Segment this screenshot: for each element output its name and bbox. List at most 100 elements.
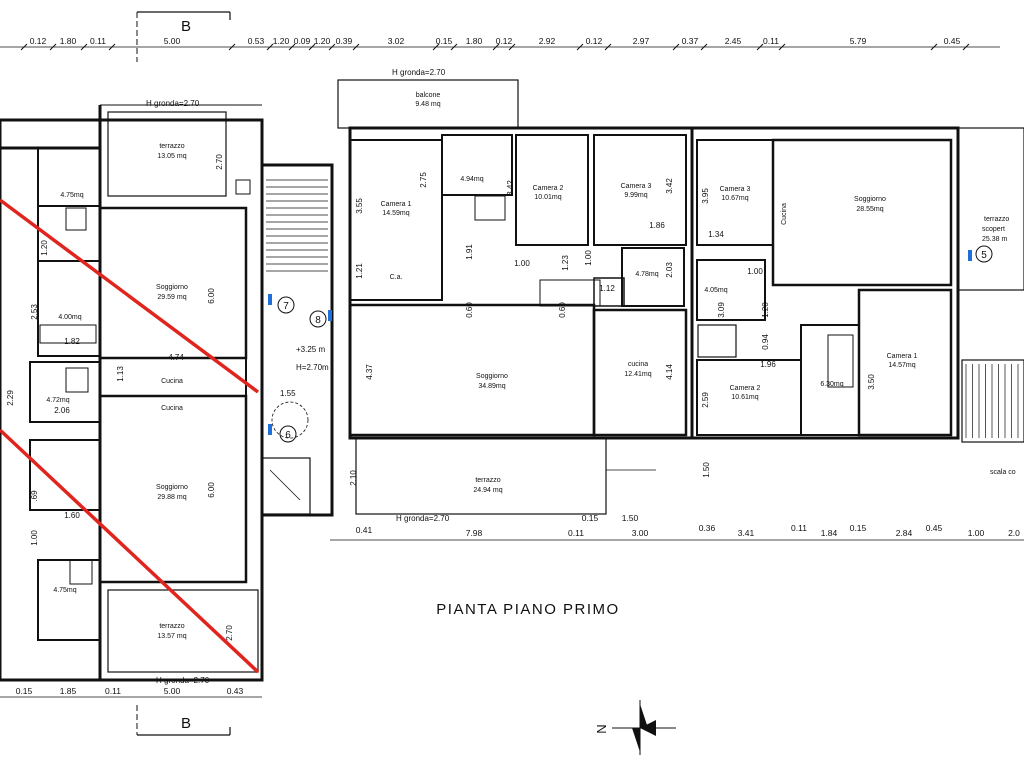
crossed-out-markings (0, 198, 260, 674)
dim-bc-3: 3.00 (632, 528, 649, 538)
dim-196: 1.96 (760, 360, 776, 369)
dim-br-4: 0.15 (850, 523, 867, 533)
section-marker-bottom: B (136, 705, 231, 736)
dim-top-13: 2.92 (539, 36, 556, 46)
label-terrazzo-c-area: 24.94 mq (473, 487, 502, 494)
dim-437: 4.37 (365, 364, 374, 380)
dim-474: 4.74 (168, 353, 184, 362)
dim-395: 3.95 (701, 188, 710, 204)
label-bath-r1: 4.05mq (704, 287, 727, 294)
label-cucina-l1: Cucina (161, 378, 183, 385)
dim-br-8: 2.0 (1008, 528, 1020, 538)
dim-br-3: 1.84 (821, 528, 838, 538)
dim-br-5: 2.84 (896, 528, 913, 538)
label-camera2-r-area: 10.61mq (731, 394, 758, 401)
label-terrazzo-tl: terrazzo (159, 143, 184, 150)
dim-270a: 2.70 (215, 154, 224, 170)
dim-120: 1.20 (40, 240, 49, 256)
stair-level: +3.25 m (296, 345, 325, 354)
label-soggiorno-l2: Soggiorno (156, 484, 188, 491)
label-bath-l4: 4.75mq (53, 587, 76, 594)
dim-229: 2.29 (6, 390, 15, 406)
dim-top-11: 1.80 (466, 36, 483, 46)
dim-top-19: 5.79 (850, 36, 867, 46)
label-cucina-r: Cucina (781, 203, 788, 225)
dim-600b: 6.00 (207, 482, 216, 498)
label-terrazzo-r-area: 25.38 m (982, 236, 1007, 243)
dimension-tick (228, 43, 236, 51)
dim-br-0: 0.36 (699, 523, 716, 533)
label-camera1-r: Camera 1 (887, 353, 918, 360)
unit-marker-6: 6 (279, 425, 297, 443)
dim-414: 4.14 (665, 364, 674, 380)
svg-text:7: 7 (283, 301, 289, 312)
label-bath-r2: 6.30mq (820, 381, 843, 388)
dimension-tick (352, 43, 360, 51)
dim-100b: 1.00 (514, 259, 530, 268)
label-soggiorno-c: Soggiorno (476, 373, 508, 380)
dim-bl-1: 1.85 (60, 686, 77, 696)
inner-dimensions: 2.70 6.00 6.00 2.70 4.74 1.13 1.82 2.53 … (6, 154, 876, 641)
staircase: +3.25 m H=2.70m 1.55 (260, 163, 334, 517)
dim-top-7: 1.20 (314, 36, 331, 46)
dimension-tick (49, 43, 57, 51)
dim-top-1: 1.80 (60, 36, 77, 46)
dim-top-5: 1.20 (273, 36, 290, 46)
dimension-tick (328, 43, 336, 51)
dim-160: 1.60 (64, 511, 80, 520)
label-soggiorno-c-area: 34.89mq (478, 383, 505, 390)
right-wing (690, 126, 1024, 443)
stair-dim-155: 1.55 (280, 389, 296, 398)
dim-120b: 1.20 (761, 302, 770, 318)
label-terrazzo-bl: terrazzo (159, 623, 184, 630)
dim-top-0: 0.12 (30, 36, 47, 46)
label-ca: C.a. (390, 274, 403, 281)
label-camera1-c-area: 14.59mq (382, 210, 409, 217)
dim-309: 3.09 (717, 302, 726, 318)
dimension-tick (288, 43, 296, 51)
dim-top-8: 0.39 (336, 36, 353, 46)
label-terrazzo-r: terrazzo (984, 216, 1009, 223)
camera2-center (515, 134, 589, 246)
label-terrazzo-c: terrazzo (475, 477, 500, 484)
dim-top-14: 0.12 (586, 36, 603, 46)
dim-top-10: 0.15 (436, 36, 453, 46)
dim-060b: 0.60 (558, 302, 567, 318)
dimension-tick (432, 43, 440, 51)
dimension-tick (700, 43, 708, 51)
dim-350: 3.50 (867, 374, 876, 390)
dimension-tick (778, 43, 786, 51)
label-cucina-l2: Cucina (161, 405, 183, 412)
gronda-top-left: H gronda=2.70 (146, 99, 200, 108)
section-label-top: B (181, 18, 191, 35)
camera1-right (857, 288, 953, 437)
dim-bc-1: 7.98 (466, 528, 483, 538)
label-camera3-r-area: 10.67mq (721, 195, 748, 202)
label-soggiorno-r-area: 28.55mq (856, 206, 883, 213)
dim-191: 1.91 (465, 244, 474, 260)
label-camera2-r: Camera 2 (730, 385, 761, 392)
left-wing (0, 104, 264, 682)
label-terrazzo-bl-area: 13.57 mq (157, 633, 186, 640)
dim-150: 1.50 (702, 462, 711, 478)
dimension-tick (930, 43, 938, 51)
dim-br-6: 0.45 (926, 523, 943, 533)
dim-203: 2.03 (665, 262, 674, 278)
dim-134: 1.34 (708, 230, 724, 239)
label-bath-c1: 4.94mq (460, 176, 483, 183)
dim-bl-4: 0.43 (227, 686, 244, 696)
dim-bc-2: 0.11 (568, 528, 584, 538)
north-label: N (594, 724, 609, 733)
dim-112: 1.12 (599, 284, 615, 293)
dimension-tick (450, 43, 458, 51)
dim-182: 1.82 (64, 337, 80, 346)
gronda-labels: H gronda=2.70 H gronda=2.70 H gronda=2.7… (146, 68, 450, 685)
section-marker-top: B (136, 11, 231, 62)
dimension-tick (80, 43, 88, 51)
dim-121: 1.21 (355, 263, 364, 279)
dim-210: 2.10 (349, 470, 358, 486)
dim-bl-0: 0.15 (16, 686, 33, 696)
dim-br-7: 1.00 (968, 528, 985, 538)
dim-342b: 3.42 (665, 178, 674, 194)
dim-top-16: 0.37 (682, 36, 699, 46)
